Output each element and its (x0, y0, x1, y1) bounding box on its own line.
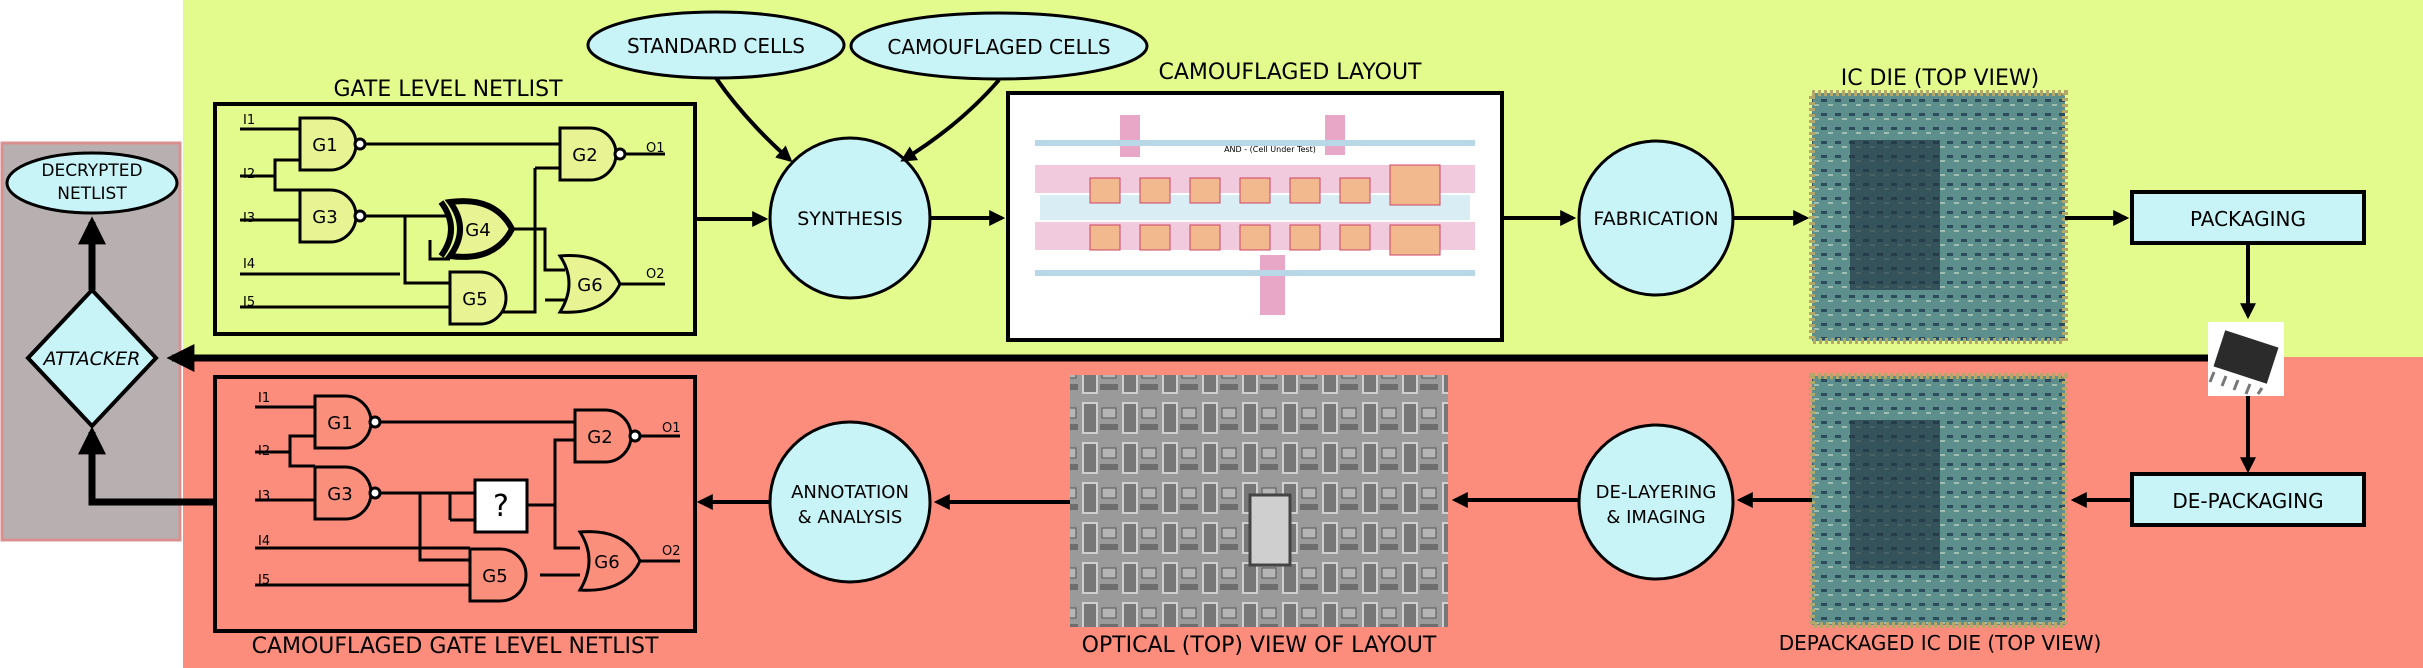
layout-cell-label: AND - (Cell Under Test) (1224, 145, 1316, 154)
layout-art (1035, 115, 1475, 315)
decrypted-netlist-label-1: DECRYPTED (41, 161, 142, 181)
annotation-label-1: ANNOTATION (791, 482, 909, 503)
bottom-flow-arrows (696, 492, 2132, 510)
packaging-label: PACKAGING (2190, 207, 2306, 231)
annotation-label-2: & ANALYSIS (798, 507, 903, 528)
netlist-top-gate-labels: G1 G2 G3 G4 G5 G6 (312, 135, 602, 310)
camouflaged-netlist-box (213, 375, 697, 633)
depackaged-die-core (1850, 420, 1940, 570)
attacker-node (25, 287, 159, 429)
input-label: I4 (243, 257, 255, 272)
output-label: O2 (646, 267, 665, 282)
attacker-label: ATTACKER (41, 348, 140, 370)
decrypted-netlist-label-2: NETLIST (57, 184, 127, 204)
synthesis-label: SYNTHESIS (797, 208, 903, 230)
ic-die-core (1850, 140, 1940, 290)
gate-level-netlist-title: GATE LEVEL NETLIST (333, 77, 563, 102)
netlist-bottom-circuit (255, 394, 680, 603)
depackaged-die-title: DEPACKAGED IC DIE (TOP VIEW) (1779, 631, 2102, 655)
delayering-label-1: DE-LAYERING (1596, 482, 1717, 503)
input-label: I2 (258, 444, 270, 459)
input-label: I2 (243, 167, 255, 182)
standard-cells-label: STANDARD CELLS (627, 34, 805, 58)
camouflaged-cells-label: CAMOUFLAGED CELLS (887, 35, 1110, 59)
gate-label: G1 (312, 135, 337, 156)
input-label: I1 (258, 391, 270, 406)
netlist-top-labels: I1 I2 I3 I4 I5 O1 O2 (243, 113, 665, 310)
fabrication-label: FABRICATION (1593, 208, 1718, 230)
camouflaged-cells-node (849, 11, 1149, 81)
gate-label: G3 (327, 484, 352, 505)
camouflaged-netlist-title: CAMOUFLAGED GATE LEVEL NETLIST (252, 634, 659, 659)
attacker-arrows (78, 216, 215, 506)
delayering-label-2: & IMAGING (1606, 507, 1705, 528)
gate-label: G3 (312, 207, 337, 228)
output-label: O1 (646, 141, 665, 156)
optical-view-title: OPTICAL (TOP) VIEW OF LAYOUT (1082, 633, 1437, 658)
netlist-bottom-gate-labels: G1 G2 G3 G5 G6 ? (327, 413, 619, 587)
depackaging-label: DE-PACKAGING (2172, 489, 2323, 513)
chip-icon (2208, 322, 2284, 396)
ic-die-title: IC DIE (TOP VIEW) (1841, 66, 2040, 91)
unknown-gate-label: ? (493, 489, 509, 524)
top-flow-arrows (695, 76, 2256, 474)
gate-label: G5 (462, 289, 487, 310)
optical-view-highlight (1248, 493, 1292, 567)
input-label: I5 (258, 573, 270, 588)
input-label: I3 (258, 489, 270, 504)
depackaging-node (2130, 472, 2366, 527)
output-label: O2 (662, 544, 681, 559)
gate-label: G2 (587, 427, 612, 448)
gate-label: G4 (465, 220, 490, 241)
gate-label: G5 (482, 566, 507, 587)
gate-label: G6 (577, 275, 602, 296)
input-label: I4 (258, 534, 270, 549)
input-label: I5 (243, 295, 255, 310)
camouflaged-layout-title: CAMOUFLAGED LAYOUT (1159, 60, 1423, 85)
gate-label: G1 (327, 413, 352, 434)
netlist-top-circuit (240, 116, 665, 326)
netlist-bottom-labels: I1 I2 I3 I4 I5 O1 O2 (258, 391, 681, 588)
input-label: I3 (243, 211, 255, 226)
output-label: O1 (662, 421, 681, 436)
gate-label: G6 (594, 552, 619, 573)
input-label: I1 (243, 113, 255, 128)
decrypted-netlist-node (5, 151, 179, 215)
gate-label: G2 (572, 145, 597, 166)
